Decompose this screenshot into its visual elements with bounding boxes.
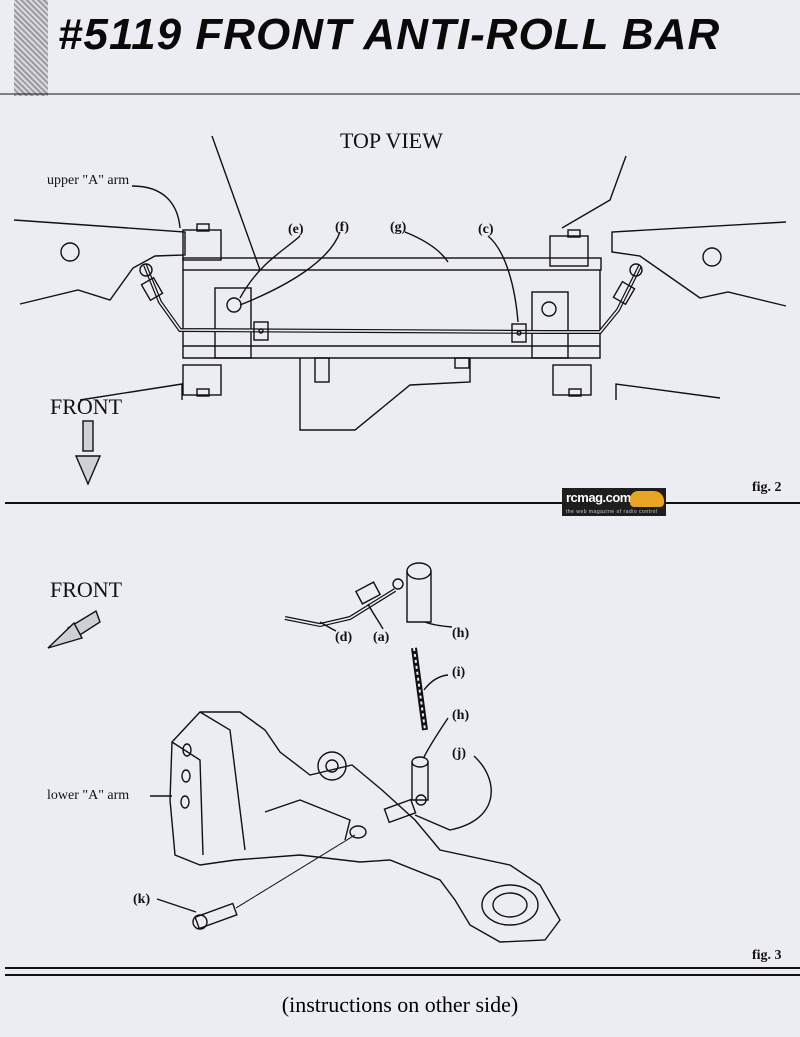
label-h-bottom: (h): [452, 708, 470, 723]
label-f: (f): [335, 220, 349, 235]
top-view-heading: TOP VIEW: [340, 128, 443, 153]
label-d: (d): [335, 630, 353, 645]
fig2-caption: fig. 2: [752, 480, 782, 495]
fig2-front-label: FRONT: [50, 394, 123, 419]
header-stripe: [14, 0, 48, 96]
rcmag-logo[interactable]: rcmag.com the web magazine of radio cont…: [562, 488, 666, 516]
label-j: (j): [452, 746, 466, 761]
label-g: (g): [390, 220, 407, 235]
upper-a-arm-label: upper "A" arm: [47, 173, 130, 188]
logo-tagline: the web magazine of radio control: [566, 509, 658, 515]
label-i: (i): [452, 665, 466, 680]
fig2-drawing: [13, 135, 787, 486]
label-h-top: (h): [452, 626, 470, 641]
lower-a-arm-label: lower "A" arm: [47, 788, 130, 803]
label-k: (k): [133, 892, 151, 907]
logo-text: rcmag.com: [566, 490, 631, 505]
footer-note: (instructions on other side): [281, 992, 519, 1017]
fig3-caption: fig. 3: [752, 948, 782, 963]
car-icon: [630, 491, 664, 507]
label-c: (c): [478, 222, 494, 237]
label-e: (e): [288, 222, 304, 237]
fig3-drawing: [47, 562, 561, 943]
fig3-front-label: FRONT: [50, 577, 123, 602]
page-title: #5119 FRONT ANTI-ROLL BAR: [58, 10, 721, 59]
label-a: (a): [373, 630, 390, 645]
